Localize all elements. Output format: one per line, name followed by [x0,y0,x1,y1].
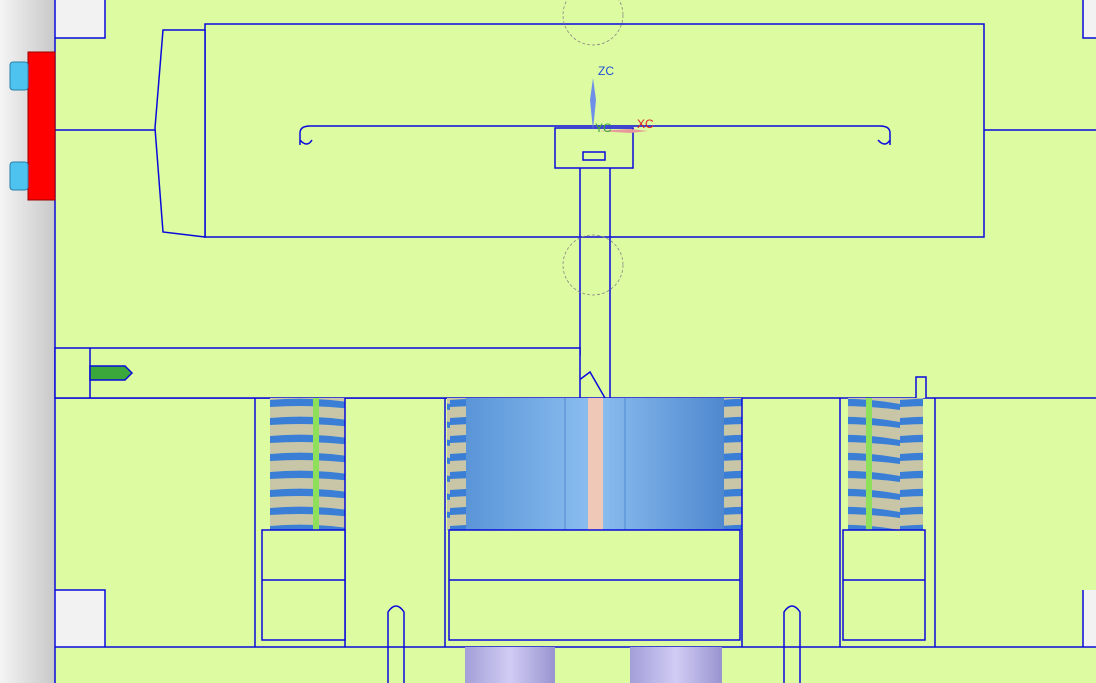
ejector-bar [54,347,581,399]
x-axis-arrow [598,129,648,133]
wedge [154,29,206,238]
bottom-cylinder [465,647,555,683]
part-profile [299,125,891,145]
bottom-cylinder [630,647,722,683]
wcs-triad[interactable]: ZC YC XC [590,64,654,135]
x-axis-label: XC [637,117,654,131]
y-axis-label: YC [595,121,612,135]
center-cylinder [466,398,724,530]
pin [9,61,29,91]
red-block [27,51,56,201]
sprue-puller [554,127,634,169]
z-axis-arrow [590,78,596,130]
pin [9,161,29,191]
ejector-pin [89,365,134,381]
z-axis-label: ZC [598,64,614,78]
lower-plates [254,398,936,683]
mold-assembly [54,0,1096,683]
